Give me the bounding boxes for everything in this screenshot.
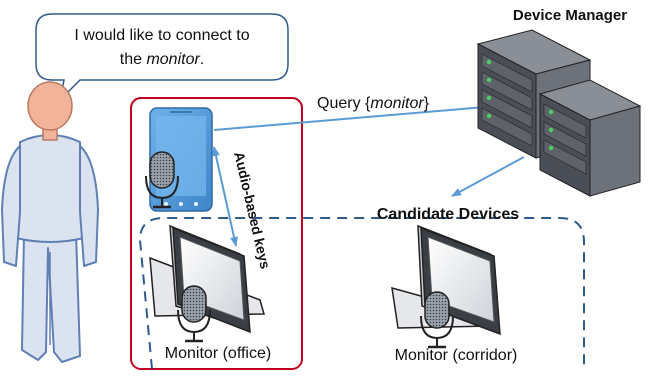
audio-keys-arrow xyxy=(212,146,238,247)
person-figure xyxy=(1,81,99,363)
monitor-corridor-label: Monitor (corridor) xyxy=(395,347,518,364)
server-rack-icon xyxy=(476,29,642,197)
monitor-office-microphone-icon xyxy=(177,285,211,343)
candidate-devices-region xyxy=(138,217,585,370)
person-head xyxy=(27,81,73,131)
query-arrow xyxy=(213,102,498,131)
user-space-box xyxy=(130,97,303,370)
monitor-office xyxy=(149,224,265,334)
query-label: Query {monitor} xyxy=(317,95,430,112)
speech-bubble: I would like to connect to the monitor. xyxy=(35,13,289,103)
monitor-office-label: Monitor (office) xyxy=(165,345,271,362)
device-manager-label: Device Manager xyxy=(513,7,627,24)
svg-text:I would like to connect to: I would like to connect to xyxy=(74,27,249,44)
candidate-devices-label: Candidate Devices xyxy=(377,206,519,223)
monitor-corridor-microphone-icon xyxy=(420,291,454,349)
speech-line-1: I would like to connect to xyxy=(74,27,249,44)
speech-line-2: the monitor. xyxy=(120,51,205,68)
response-arrow xyxy=(451,156,525,197)
phone-microphone-icon xyxy=(145,151,179,209)
